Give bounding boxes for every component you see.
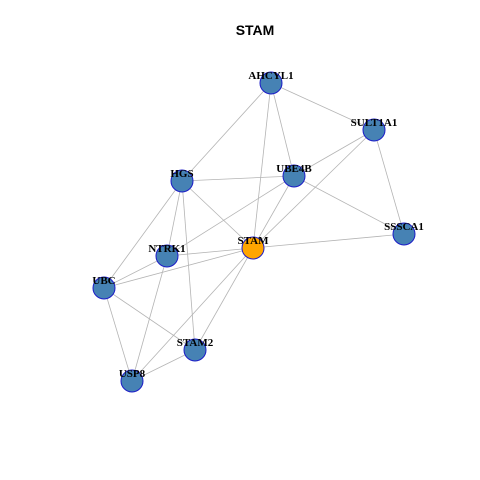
edge-ube4b-stam	[252, 175, 295, 249]
node-label-stam2: STAM2	[177, 337, 214, 349]
node-ube4b: UBE4B	[276, 163, 312, 188]
node-label-sult1a1: SULT1A1	[351, 117, 398, 129]
node-stam: STAM	[238, 235, 270, 260]
node-label-usp8: USP8	[119, 368, 146, 380]
edge-hgs-ubc	[103, 180, 183, 289]
node-circle-sult1a1	[362, 118, 386, 142]
node-stam2: STAM2	[177, 337, 214, 362]
edge-sult1a1-ube4b	[293, 129, 375, 177]
edge-ahcyl1-stam	[252, 82, 272, 249]
node-circle-usp8	[120, 369, 144, 393]
edge-hgs-ntrk1	[166, 180, 183, 257]
edge-ntrk1-ubc	[103, 255, 168, 289]
node-circle-ubc	[92, 276, 116, 300]
edge-stam-ubc	[103, 247, 254, 289]
edge-ubc-stam2	[103, 287, 196, 351]
edge-ube4b-sssca1	[293, 175, 405, 235]
node-label-ntrk1: NTRK1	[148, 243, 185, 255]
edge-ntrk1-usp8	[131, 255, 168, 382]
node-sssca1: SSSCA1	[384, 221, 424, 246]
node-label-ubc: UBC	[92, 275, 115, 287]
edge-ubc-usp8	[103, 287, 133, 382]
edge-layer	[103, 82, 405, 382]
node-ahcyl1: AHCYL1	[248, 70, 294, 95]
edge-ube4b-hgs	[181, 175, 295, 182]
node-label-stam: STAM	[238, 235, 270, 247]
node-label-hgs: HGS	[170, 168, 193, 180]
edge-stam-ntrk1	[166, 247, 254, 257]
edge-sssca1-stam	[252, 233, 405, 249]
edge-ahcyl1-hgs	[181, 82, 272, 182]
node-label-ahcyl1: AHCYL1	[248, 70, 293, 82]
node-circle-hgs	[170, 169, 194, 193]
node-sult1a1: SULT1A1	[351, 117, 398, 142]
edge-stam-usp8	[131, 247, 254, 382]
node-label-sssca1: SSSCA1	[384, 221, 424, 233]
node-circle-ntrk1	[155, 244, 179, 268]
edge-stam2-usp8	[131, 349, 196, 382]
node-hgs: HGS	[170, 168, 194, 193]
node-circle-stam2	[183, 338, 207, 362]
node-label-ube4b: UBE4B	[276, 163, 312, 175]
node-circle-sssca1	[392, 222, 416, 246]
edge-hgs-stam	[181, 180, 254, 249]
node-ntrk1: NTRK1	[148, 243, 186, 268]
node-ubc: UBC	[92, 275, 116, 300]
diagram-title: STAM	[236, 22, 275, 38]
edge-ahcyl1-sult1a1	[270, 82, 375, 131]
edge-ahcyl1-ube4b	[270, 82, 295, 177]
edge-sult1a1-sssca1	[373, 129, 405, 235]
edge-ube4b-ntrk1	[166, 175, 295, 257]
edge-stam-stam2	[194, 247, 254, 351]
node-usp8: USP8	[119, 368, 146, 393]
edge-sult1a1-stam	[252, 129, 375, 249]
node-circle-ube4b	[282, 164, 306, 188]
node-circle-ahcyl1	[259, 71, 283, 95]
node-circle-stam	[241, 236, 265, 260]
